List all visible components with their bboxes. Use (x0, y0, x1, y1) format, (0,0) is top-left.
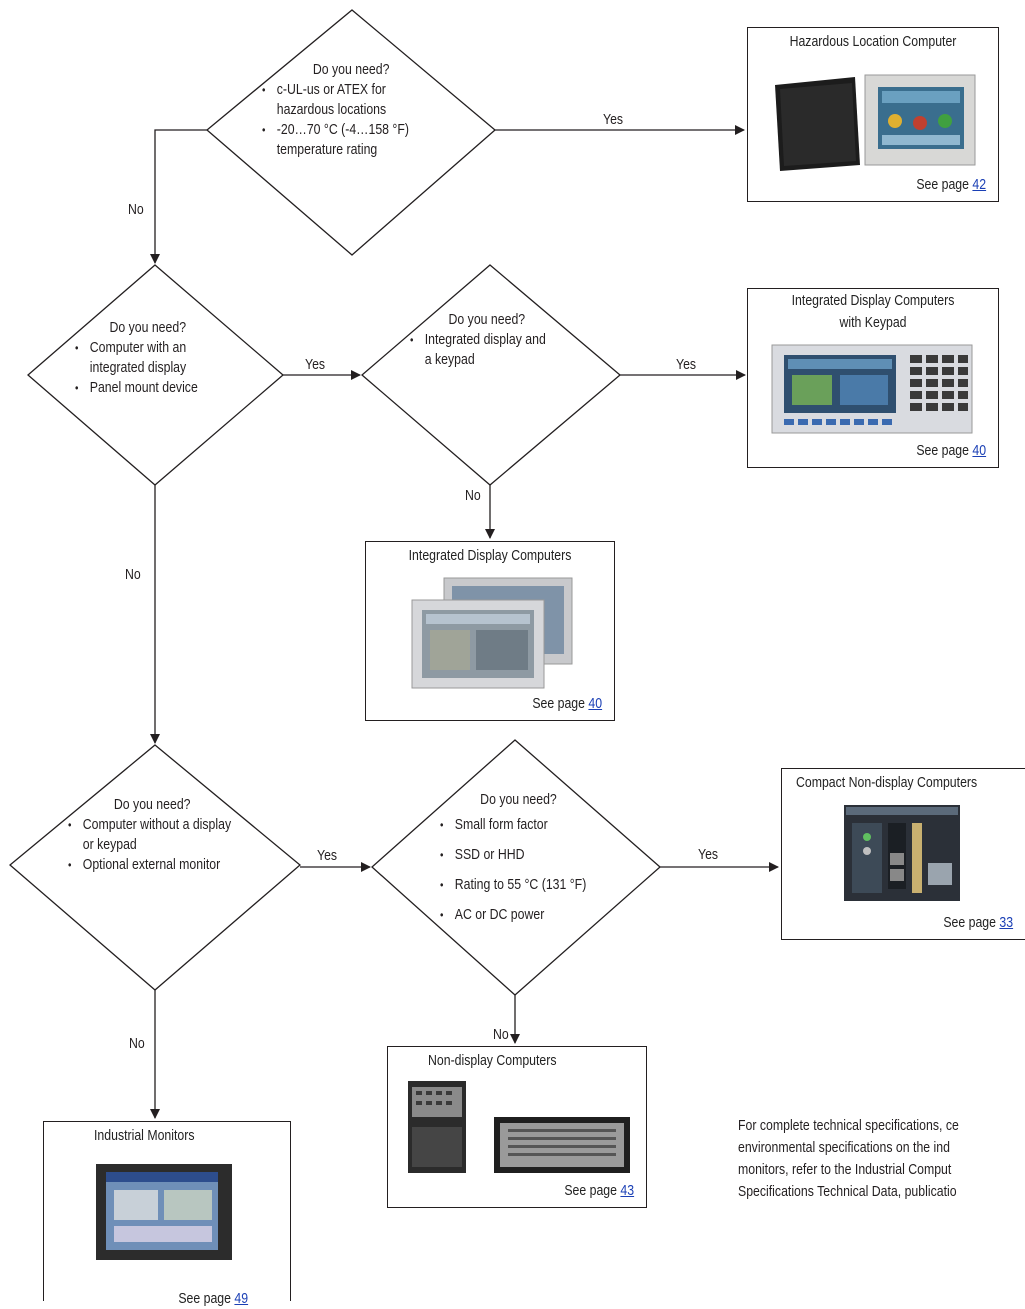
decision-bullet: Computer with an integrated display (75, 338, 229, 378)
result-title: Integrated Display Computers (791, 292, 955, 309)
decision-bullet: Integrated display and a keypad (410, 330, 556, 370)
result-industrial-monitors[interactable]: Industrial Monitors See page 49 (43, 1121, 291, 1307)
see-page-link: See page 49 (178, 1290, 248, 1307)
diamond-hazardous (205, 9, 496, 256)
label-no: No (493, 1026, 509, 1043)
decision-nondisplay: Do you need? Computer without a display … (68, 795, 271, 875)
footnote-line: Specifications Technical Data, publicati… (738, 1183, 957, 1200)
see-page-link: See page 40 (916, 442, 986, 459)
footnote-line: monitors, refer to the Industrial Comput (738, 1161, 952, 1178)
decision-compact: Do you need? Small form factor SSD or HH… (440, 790, 586, 925)
label-no: No (465, 487, 481, 504)
see-page-link: See page 43 (564, 1182, 634, 1199)
page-link[interactable]: 43 (620, 1182, 634, 1199)
nondisplay-computer-image (404, 1077, 634, 1177)
footnote-line: For complete technical specifications, c… (738, 1117, 959, 1134)
page-link[interactable]: 40 (588, 695, 602, 712)
result-integrated-display[interactable]: Integrated Display Computers See page 40 (365, 541, 615, 721)
result-title: Compact Non-display Computers (796, 774, 978, 791)
hazardous-computer-image (770, 73, 980, 173)
footnote-line: environmental specifications on the ind (738, 1139, 950, 1156)
decision-question: Do you need? (109, 319, 187, 336)
decision-question: Do you need? (312, 61, 390, 78)
page-link[interactable]: 42 (972, 176, 986, 193)
result-hazardous-location[interactable]: Hazardous Location Computer See page 42 (747, 27, 999, 202)
result-nondisplay[interactable]: Non-display Computers See page 43 (387, 1046, 647, 1208)
decision-bullet: Optional external monitor (68, 855, 271, 875)
edge-hazardous-no (150, 129, 207, 264)
see-page-link: See page 40 (532, 695, 602, 712)
label-yes: Yes (317, 847, 338, 864)
label-no: No (129, 1035, 145, 1052)
result-title: Industrial Monitors (94, 1127, 195, 1144)
decision-question: Do you need? (448, 311, 526, 328)
decision-bullet: c-UL-us or ATEX for hazardous locations (262, 80, 441, 120)
result-subtitle: with Keypad (839, 314, 907, 331)
label-yes: Yes (305, 356, 326, 373)
decision-bullet: AC or DC power (440, 905, 586, 925)
decision-bullet: Computer without a display or keypad (68, 815, 239, 855)
decision-bullet: SSD or HHD (440, 845, 586, 865)
see-page-link: See page 33 (943, 914, 1013, 931)
footnote: For complete technical specifications, c… (738, 1115, 959, 1203)
monitor-image (94, 1162, 234, 1262)
page-link[interactable]: 33 (999, 914, 1013, 931)
page-link[interactable]: 40 (972, 442, 986, 459)
decision-question: Do you need? (480, 791, 557, 808)
label-yes: Yes (603, 111, 624, 128)
page-link[interactable]: 49 (234, 1290, 248, 1307)
decision-keypad: Do you need? Integrated display and a ke… (410, 310, 556, 370)
result-title: Integrated Display Computers (408, 547, 572, 564)
diamond-keypad (361, 264, 622, 486)
result-compact-nondisplay[interactable]: Compact Non-display Computers See page 3… (781, 768, 1025, 940)
decision-bullet: -20…70 °C (-4…158 °F) temperature rating (262, 120, 441, 160)
decision-question: Do you need? (113, 796, 191, 813)
decision-bullet: Panel mount device (75, 378, 254, 398)
label-no: No (125, 566, 141, 583)
result-title: Hazardous Location Computer (789, 33, 957, 50)
decision-bullet: Rating to 55 °C (131 °F) (440, 875, 586, 895)
compact-computer-image (842, 803, 962, 903)
decision-integrated: Do you need? Computer with an integrated… (75, 318, 254, 398)
label-yes: Yes (676, 356, 697, 373)
label-yes: Yes (698, 846, 719, 863)
see-page-link: See page 42 (916, 176, 986, 193)
decision-bullet: Small form factor (440, 815, 586, 835)
decision-hazardous: Do you need? c-UL-us or ATEX for hazardo… (262, 60, 441, 160)
integrated-display-image (406, 576, 576, 691)
keypad-computer-image (770, 341, 975, 436)
result-title: Non-display Computers (428, 1052, 557, 1069)
label-no: No (128, 201, 144, 218)
result-integrated-keypad[interactable]: Integrated Display Computers with Keypad… (747, 288, 999, 468)
